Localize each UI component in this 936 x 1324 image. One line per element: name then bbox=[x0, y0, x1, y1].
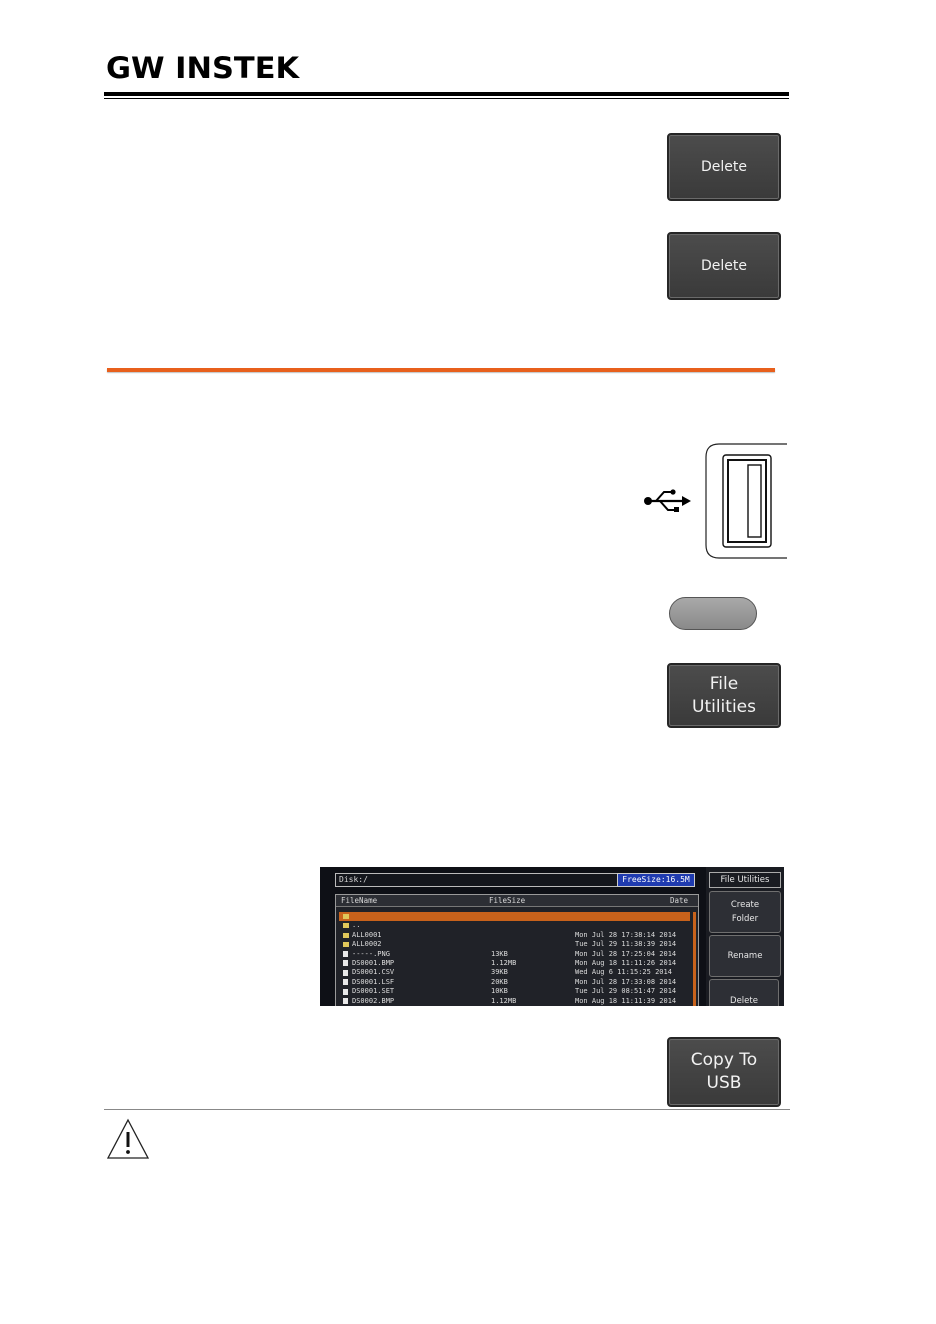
delete-menu-button[interactable]: Delete bbox=[709, 979, 779, 1006]
file-list-scrollbar[interactable] bbox=[693, 912, 696, 1006]
file-name: DS0002.BMP bbox=[352, 996, 395, 1005]
header-rule-thin bbox=[104, 98, 789, 99]
file-row[interactable]: DS0001.BMP 1.12MB Mon Aug 18 11:11:26 2014 bbox=[339, 959, 690, 968]
folder-icon bbox=[343, 923, 349, 929]
file-name: ALL0002 bbox=[352, 940, 382, 949]
file-date: Mon Aug 18 11:11:26 2014 bbox=[575, 958, 677, 967]
column-date: Date bbox=[669, 896, 688, 905]
side-menu: File Utilities Create Folder Rename Dele… bbox=[706, 867, 784, 1006]
path-display: Disk:/ bbox=[335, 873, 618, 887]
file-row[interactable]: DS0001.SET 10KB Tue Jul 29 08:51:47 2014 bbox=[339, 987, 690, 996]
file-row[interactable]: DS0001.LSF 20KB Mon Jul 28 17:33:08 2014 bbox=[339, 978, 690, 987]
column-filesize: FileSize bbox=[489, 896, 526, 905]
free-size-display: FreeSize:16.5M bbox=[617, 873, 695, 887]
file-row[interactable]: ALL0001 Mon Jul 28 17:38:14 2014 bbox=[339, 931, 690, 940]
file-size: 39KB bbox=[491, 968, 508, 977]
file-size: 10KB bbox=[491, 987, 508, 996]
file-name: DS0001.CSV bbox=[352, 968, 395, 977]
file-icon bbox=[343, 979, 348, 986]
file-utilities-screen: Disk:/ FreeSize:16.5M FileName FileSize … bbox=[320, 867, 784, 1006]
usb-icon bbox=[644, 489, 691, 512]
file-name: DS0001.SET bbox=[352, 987, 395, 996]
note-separator bbox=[104, 1109, 790, 1110]
copy-to-usb-button-label: Copy To USB bbox=[690, 1050, 758, 1093]
file-icon bbox=[343, 960, 348, 967]
copy-to-usb-button[interactable]: Copy To USB bbox=[667, 1037, 781, 1107]
file-row[interactable]: -----.PNG 13KB Mon Jul 28 17:25:04 2014 bbox=[339, 950, 690, 959]
file-size: 20KB bbox=[491, 977, 508, 986]
file-row[interactable]: DS0001.CSV 39KB Wed Aug 6 11:15:25 2014 bbox=[339, 968, 690, 977]
file-icon bbox=[343, 969, 348, 976]
section-divider bbox=[107, 368, 775, 372]
folder-icon bbox=[343, 942, 349, 948]
delete-confirm-button[interactable]: Delete bbox=[667, 232, 781, 300]
delete-confirm-button-label: Delete bbox=[701, 258, 747, 274]
file-name: -----.PNG bbox=[352, 949, 390, 958]
header-rule bbox=[104, 92, 789, 96]
file-size: 1.12MB bbox=[491, 958, 517, 967]
file-date: Mon Aug 18 11:11:39 2014 bbox=[575, 996, 677, 1005]
delete-button[interactable]: Delete bbox=[667, 133, 781, 201]
delete-button-label: Delete bbox=[701, 159, 747, 175]
file-name: .. bbox=[352, 921, 361, 930]
file-date: Mon Jul 28 17:38:14 2014 bbox=[575, 930, 677, 939]
folder-icon bbox=[343, 932, 349, 938]
file-list-header: FileName FileSize Date bbox=[336, 895, 698, 907]
file-date: Mon Jul 28 17:25:04 2014 bbox=[575, 949, 677, 958]
file-utilities-button-label: File Utilities bbox=[692, 673, 756, 717]
create-folder-menu-button[interactable]: Create Folder bbox=[709, 891, 781, 933]
file-size: 1.12MB bbox=[491, 996, 517, 1005]
file-date: Wed Aug 6 11:15:25 2014 bbox=[575, 968, 672, 977]
column-filename: FileName bbox=[341, 896, 378, 905]
warning-icon bbox=[106, 1118, 150, 1159]
file-utilities-button[interactable]: File Utilities bbox=[667, 663, 781, 728]
file-date: Tue Jul 29 08:51:47 2014 bbox=[575, 987, 677, 996]
file-icon bbox=[343, 988, 348, 995]
usb-port-icon bbox=[705, 443, 787, 559]
menu-title: File Utilities bbox=[709, 872, 781, 888]
file-row[interactable]: .. bbox=[339, 921, 690, 930]
utility-key[interactable] bbox=[669, 597, 757, 630]
file-row[interactable]: DS0002.BMP 1.12MB Mon Aug 18 11:11:39 2014 bbox=[339, 997, 690, 1006]
file-row[interactable] bbox=[339, 912, 690, 922]
file-size: 13KB bbox=[491, 949, 508, 958]
folder-icon bbox=[343, 914, 349, 919]
file-row[interactable]: ALL0002 Tue Jul 29 11:38:39 2014 bbox=[339, 940, 690, 949]
file-name: DS0001.BMP bbox=[352, 958, 395, 967]
file-date: Mon Jul 28 17:33:08 2014 bbox=[575, 977, 677, 986]
file-icon bbox=[343, 951, 348, 958]
file-date: Tue Jul 29 11:38:39 2014 bbox=[575, 940, 677, 949]
rename-menu-button[interactable]: Rename bbox=[709, 935, 781, 977]
file-name: DS0001.LSF bbox=[352, 977, 395, 986]
brand-logo: GW INSTEK bbox=[106, 51, 300, 85]
file-icon bbox=[343, 998, 348, 1005]
file-name: ALL0001 bbox=[352, 930, 382, 939]
